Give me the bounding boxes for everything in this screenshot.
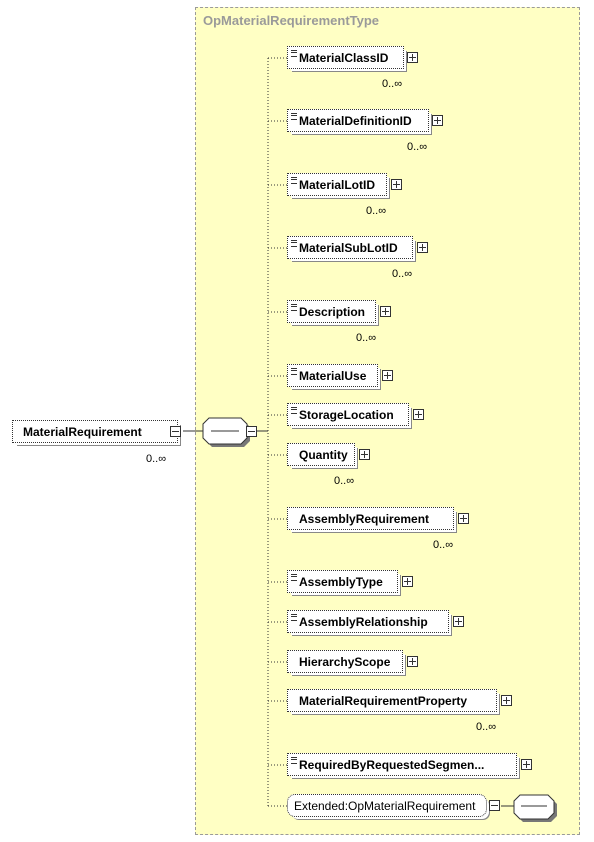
expand-icon[interactable] [413,409,424,420]
extension-sequence-icon [513,794,557,822]
element-label: MaterialClassID [299,51,389,65]
element-label: Extended:OpMaterialRequirement [294,799,476,813]
documentation-icon [291,240,297,247]
cardinality: 0..∞ [476,721,497,733]
expand-icon[interactable] [521,759,532,770]
expand-icon[interactable] [382,370,393,381]
cardinality: 0..∞ [407,141,428,153]
documentation-icon [291,407,297,414]
cardinality: 0..∞ [382,78,403,90]
root-element-label: MaterialRequirement [23,425,142,439]
expand-icon[interactable] [380,306,391,317]
documentation-icon [291,113,297,120]
documentation-icon [291,368,297,375]
expand-icon[interactable] [407,52,418,63]
element-assembly-requirement[interactable]: AssemblyRequirement [287,507,458,534]
element-label: Quantity [299,448,348,462]
expand-icon[interactable] [407,656,418,667]
element-assembly-relationship[interactable]: AssemblyRelationship [287,610,449,633]
expand-icon[interactable] [432,115,443,126]
element-label: MaterialLotID [299,178,376,192]
expand-icon[interactable] [417,242,428,253]
element-required-by-requested-segment[interactable]: RequiredByRequestedSegmen... [287,753,517,776]
documentation-icon [291,574,297,581]
collapse-root-icon[interactable] [170,426,181,437]
element-label: StorageLocation [299,408,394,422]
root-cardinality: 0..∞ [146,453,167,465]
element-material-sublot-id[interactable]: MaterialSubLotID [287,236,417,263]
cardinality: 0..∞ [334,475,355,487]
root-element-material-requirement[interactable]: MaterialRequirement [12,420,182,447]
documentation-icon [291,757,297,764]
cardinality: 0..∞ [366,205,387,217]
element-label: AssemblyRelationship [299,615,428,629]
element-storage-location[interactable]: StorageLocation [287,403,409,426]
expand-icon[interactable] [391,179,402,190]
element-quantity[interactable]: Quantity [287,443,359,470]
element-label: HierarchyScope [299,655,391,669]
element-label: Description [299,305,366,319]
element-hierarchy-scope[interactable]: HierarchyScope [287,650,403,673]
cardinality: 0..∞ [356,332,377,344]
cardinality: 0..∞ [433,539,454,551]
element-material-use[interactable]: MaterialUse [287,364,378,387]
element-label: MaterialUse [299,369,367,383]
element-extended-op-material-requirement[interactable]: Extended:OpMaterialRequirement [287,794,487,817]
element-label: AssemblyRequirement [299,512,430,526]
expand-icon[interactable] [359,449,370,460]
element-material-lot-id[interactable]: MaterialLotID [287,173,391,200]
expand-icon[interactable] [453,616,464,627]
element-label: MaterialSubLotID [299,241,398,255]
element-assembly-type[interactable]: AssemblyType [287,570,398,593]
type-title: OpMaterialRequirementType [203,13,380,28]
documentation-icon [291,304,297,311]
expand-icon[interactable] [402,576,413,587]
element-label: MaterialRequirementProperty [299,694,468,708]
expand-icon[interactable] [501,695,512,706]
element-material-requirement-property[interactable]: MaterialRequirementProperty [287,689,501,716]
collapse-extension-icon[interactable] [489,800,500,811]
element-label: MaterialDefinitionID [299,114,412,128]
element-material-definition-id[interactable]: MaterialDefinitionID [287,109,433,136]
documentation-icon [291,50,297,57]
element-label: AssemblyType [299,575,383,589]
documentation-icon [291,177,297,184]
element-label: RequiredByRequestedSegmen... [299,758,485,772]
collapse-sequence-icon[interactable] [246,426,257,437]
element-description[interactable]: Description [287,300,380,327]
element-material-class-id[interactable]: MaterialClassID [287,46,408,73]
cardinality: 0..∞ [392,268,413,280]
documentation-icon [291,614,297,621]
expand-icon[interactable] [458,513,469,524]
sequence-compositor-icon [202,417,250,447]
